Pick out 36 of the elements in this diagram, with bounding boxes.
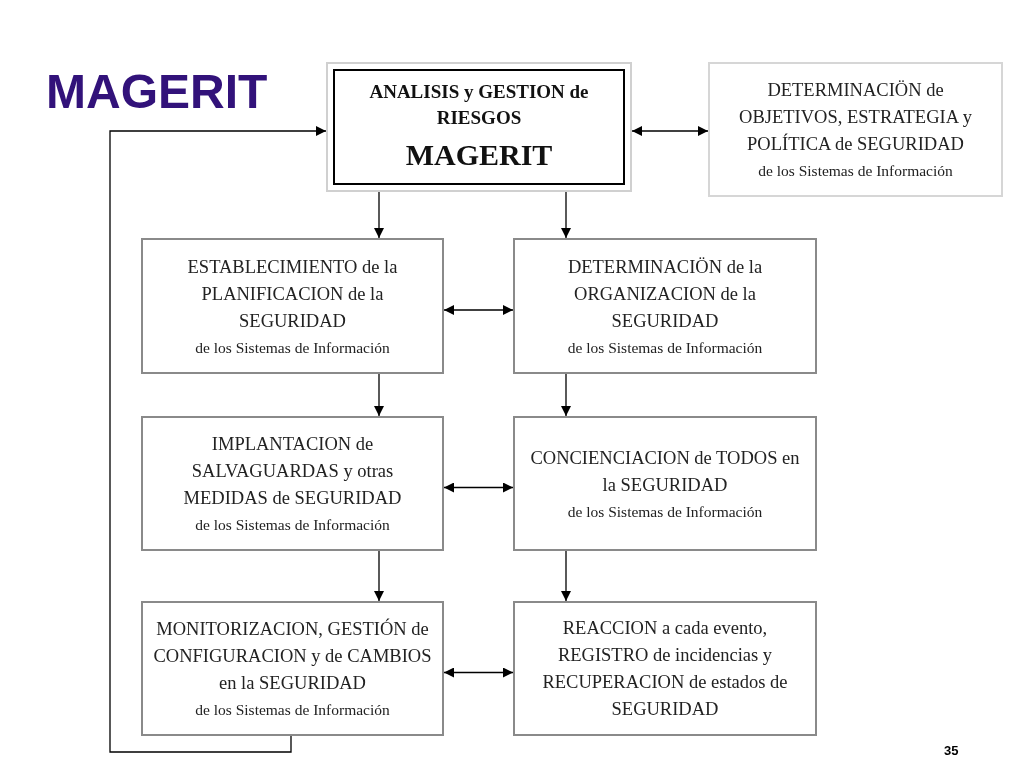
node-text: DETERMINACIÖN de OBJETIVOS, ESTRATEGIA y POLÍTICA de SEGURIDAD — [738, 79, 973, 156]
arrow — [561, 191, 571, 239]
arrow — [443, 482, 514, 493]
method-name: MAGERIT — [405, 137, 553, 173]
process-box — [513, 238, 817, 374]
process-box — [513, 601, 817, 736]
node-text: ESTABLECIMIENTO de la PLANIFICACION de la SEGURIDAD — [186, 255, 399, 333]
node-text: REACCION a cada evento, REGISTRO de incidencias y RECUPERACION de estados de SEGURIDAD — [541, 616, 789, 721]
node-text: ANALISIS y GESTION de RIESGOS — [368, 80, 590, 130]
node-text: CONCIENCIACION de TODOS en la SEGURIDAD — [529, 446, 801, 497]
node-subtitle: de los Sistemas de Información — [567, 501, 763, 522]
node-text: DETERMINACIÖN de la ORGANIZACION de la SEGURIDAD — [566, 255, 764, 333]
node-subtitle: de los Sistemas de Información — [195, 337, 390, 358]
arrow — [109, 126, 327, 753]
arrow — [374, 373, 384, 417]
process-box — [708, 62, 1003, 197]
arrow — [561, 373, 571, 417]
page-number: 35 — [944, 742, 959, 760]
arrow — [561, 550, 571, 602]
node-subtitle: de los Sistemas de Información — [567, 337, 763, 358]
process-box — [141, 601, 444, 736]
arrow — [443, 667, 514, 678]
process-box — [326, 62, 632, 192]
node-text: IMPLANTACION de SALVAGUARDAS y otras MEDIDAS de SEGURIDAD — [182, 433, 403, 510]
process-box — [141, 416, 444, 551]
process-box — [513, 416, 817, 551]
arrow — [443, 305, 514, 315]
node-subtitle: de los Sistemas de Información — [195, 700, 390, 720]
node-text: MONITORIZACION, GESTIÓN de CONFIGURACION y de CAMBIOS en la SEGURIDAD — [152, 617, 433, 695]
process-box — [141, 238, 444, 374]
arrow — [631, 126, 709, 136]
arrow — [374, 550, 384, 602]
slide-title: MAGERIT — [46, 64, 268, 120]
node-subtitle: de los Sistemas de Información — [758, 161, 953, 181]
arrow — [374, 191, 384, 239]
node-subtitle: de los Sistemas de Información — [195, 515, 390, 535]
